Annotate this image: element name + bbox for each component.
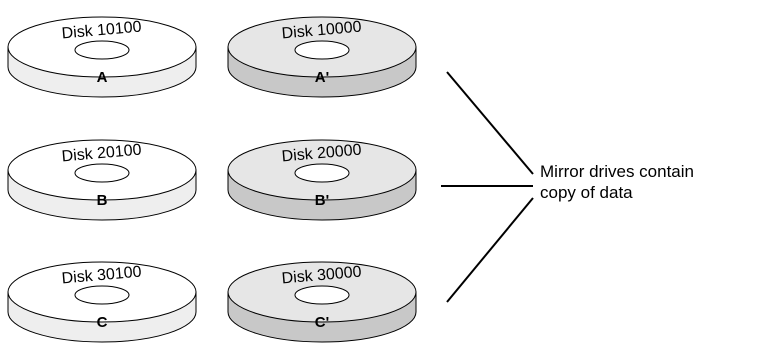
disk-c-mirror-label: Disk 30000 xyxy=(281,264,362,288)
disk-a: Disk 10100 A xyxy=(7,16,197,98)
disk-b-mirror-letter: B' xyxy=(315,192,329,209)
disk-a-letter: A xyxy=(97,69,108,86)
disk-a-mirror-label: Disk 10000 xyxy=(281,19,362,43)
disk-c-label: Disk 30100 xyxy=(61,264,142,288)
disk-c-mirror: Disk 30000 C' xyxy=(227,261,417,343)
disk-a-mirror: Disk 10000 A' xyxy=(227,16,417,98)
disk-c-letter: C xyxy=(97,314,108,331)
annotation-line-1: Mirror drives contain xyxy=(540,162,694,181)
disk-b-mirror: Disk 20000 B' xyxy=(227,139,417,221)
mirror-annotation: Mirror drives contain copy of data xyxy=(540,161,694,203)
connector-line-c xyxy=(446,197,534,303)
disk-b-label: Disk 20100 xyxy=(61,142,142,166)
disk-a-mirror-letter: A' xyxy=(315,69,329,86)
disk-b-mirror-label: Disk 20000 xyxy=(281,142,362,166)
disk-b: Disk 20100 B xyxy=(7,139,197,221)
disk-a-label: Disk 10100 xyxy=(61,19,142,43)
connector-line-a xyxy=(446,71,534,175)
disk-c-mirror-letter: C' xyxy=(315,314,329,331)
disk-c: Disk 30100 C xyxy=(7,261,197,343)
annotation-line-2: copy of data xyxy=(540,183,633,202)
disk-b-letter: B xyxy=(97,192,108,209)
